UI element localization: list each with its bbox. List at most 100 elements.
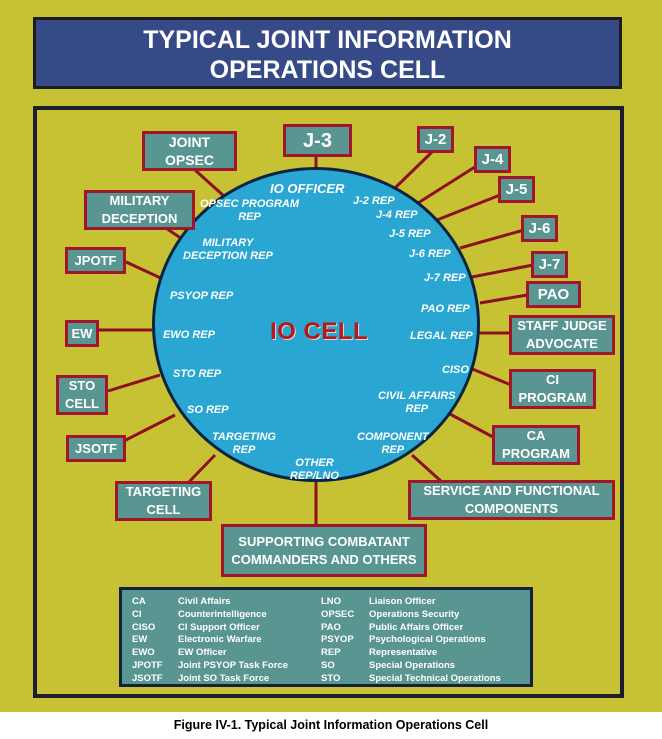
title-line-1: TYPICAL JOINT INFORMATION [143, 26, 512, 54]
box-military-deception-line1: MILITARY [109, 193, 170, 208]
rep-military-deception: MILITARY DECEPTION REP [183, 237, 273, 263]
legend-right-abbr-5: SO [321, 659, 335, 671]
box-j4: J-4 [474, 146, 511, 173]
box-ca-program: CA PROGRAM [492, 425, 580, 465]
rep-component: COMPONENT REP [357, 431, 429, 457]
rep-j4: J-4 REP [376, 209, 418, 221]
legend-right-abbr-0: LNO [321, 596, 342, 607]
legend-right-abbr-6: STO [321, 672, 341, 684]
legend-right-abbr-4: REP [321, 647, 341, 659]
legend-right-def-2: Public Affairs Officer [369, 621, 464, 633]
legend-right-def-1: Operations Security [369, 608, 460, 620]
box-ca-program-line2: PROGRAM [502, 446, 570, 461]
legend-left-def-3: Electronic Warfare [178, 634, 262, 646]
diagram-panel [33, 106, 624, 698]
box-ci-program: CI PROGRAM [509, 369, 596, 409]
box-joint-opsec-line1: JOINT [168, 134, 211, 150]
connector-pao [479, 293, 528, 305]
box-sto-cell-line1: STO [68, 378, 96, 393]
legend-right-def-0: Liaison Officer [369, 596, 436, 607]
box-ci-program-line2: PROGRAM [518, 390, 587, 405]
legend-left-abbr-2: CISO [132, 621, 156, 633]
connector-j4 [417, 163, 479, 205]
box-targeting-cell-line2: CELL [146, 502, 181, 517]
rep-opsec-program-line1: OPSEC PROGRAM [200, 198, 300, 210]
rep-j5: J-5 REP [389, 228, 431, 240]
box-supporting-combatant: SUPPORTING COMBATANT COMMANDERS AND OTHE… [221, 524, 427, 577]
box-j5: J-5 [498, 176, 535, 203]
legend-left-def-1: Counterintelligence [178, 608, 267, 620]
rep-ewo: EWO REP [163, 329, 215, 341]
io-officer-label: IO OFFICER [270, 181, 345, 196]
box-jsotf: JSOTF [66, 435, 126, 462]
legend-left-abbr-4: EWO [132, 647, 155, 659]
rep-opsec-program: OPSEC PROGRAM REP [200, 198, 299, 224]
legend-left-def-4: EW Officer [178, 647, 227, 659]
box-joint-opsec-line2: OPSEC [164, 152, 214, 168]
box-j2: J-2 [417, 126, 454, 153]
box-service-functional: SERVICE AND FUNCTIONAL COMPONENTS [408, 480, 615, 520]
box-targeting-cell-line1: TARGETING [125, 484, 202, 499]
rep-ciso: CISO [442, 364, 469, 376]
rep-targeting-line2: REP [232, 444, 256, 456]
legend-left-abbr-6: JSOTF [132, 672, 163, 684]
rep-targeting-line1: TARGETING [212, 431, 276, 443]
legend-left-abbr-0: CA [132, 596, 146, 607]
box-joint-opsec: JOINT OPSEC [142, 131, 237, 171]
connector-ci-program [469, 366, 512, 387]
legend-right-def-3: Psychological Operations [369, 634, 486, 646]
legend-left-def-5: Joint PSYOP Task Force [178, 659, 288, 671]
rep-psyop: PSYOP REP [170, 290, 234, 302]
legend-left-def-0: Civil Affairs [178, 596, 231, 607]
rep-so: SO REP [187, 404, 229, 416]
rep-other-line2: REP/LNO [290, 470, 339, 482]
connector-j6 [459, 228, 525, 250]
box-jpotf: JPOTF [65, 247, 126, 274]
box-j7: J-7 [531, 251, 568, 278]
legend-right-abbr-2: PAO [321, 621, 341, 633]
connector-joint-opsec [193, 168, 227, 199]
rep-j2: J-2 REP [353, 195, 395, 207]
io-cell-circle [152, 167, 480, 482]
box-ew: EW [65, 320, 99, 347]
title-line-2: OPERATIONS CELL [209, 56, 446, 84]
connector-targeting-cell [186, 453, 217, 485]
legend-right-def-4: Representative [369, 647, 438, 659]
box-supporting-line2: COMMANDERS AND OTHERS [231, 551, 417, 567]
legend-left-abbr-3: EW [132, 634, 148, 646]
connector-ca-program [447, 411, 494, 439]
box-military-deception: MILITARY DECEPTION [84, 190, 195, 230]
io-cell-center-label: IO CELL [270, 318, 369, 345]
rep-other-line1: OTHER [295, 457, 334, 469]
box-ca-program-line1: CA [526, 428, 546, 443]
connector-j7 [471, 263, 534, 279]
box-service-functional-line1: SERVICE AND FUNCTIONAL [423, 483, 600, 498]
connector-service-functional [410, 453, 444, 484]
rep-civil-affairs-line2: REP [405, 403, 429, 415]
box-military-deception-line2: DECEPTION [101, 211, 178, 226]
rep-j7: J-7 REP [424, 272, 466, 284]
box-targeting-cell: TARGETING CELL [115, 481, 212, 521]
connector-j2 [393, 150, 434, 190]
rep-opsec-program-line2: REP [238, 211, 261, 223]
legend-right-def-5: Special Operations [369, 659, 456, 671]
rep-pao: PAO REP [421, 303, 470, 315]
box-j6: J-6 [521, 215, 558, 242]
rep-civil-affairs-line1: CIVIL AFFAIRS [378, 390, 456, 402]
legend-right-abbr-1: OPSEC [321, 608, 355, 620]
figure-caption: Figure IV-1. Typical Joint Information O… [173, 718, 489, 732]
connector-j5 [436, 193, 501, 222]
box-j3: J-3 [283, 124, 352, 157]
legend-left-abbr-1: CI [132, 608, 142, 620]
legend-right-abbr-3: PSYOP [321, 634, 354, 646]
rep-military-deception-line2: DECEPTION REP [183, 250, 273, 262]
box-service-functional-line2: COMPONENTS [464, 501, 559, 516]
box-sja-line2: ADVOCATE [526, 336, 598, 351]
connector-sto-cell [107, 373, 161, 393]
legend-left-abbr-5: JPOTF [132, 659, 163, 671]
